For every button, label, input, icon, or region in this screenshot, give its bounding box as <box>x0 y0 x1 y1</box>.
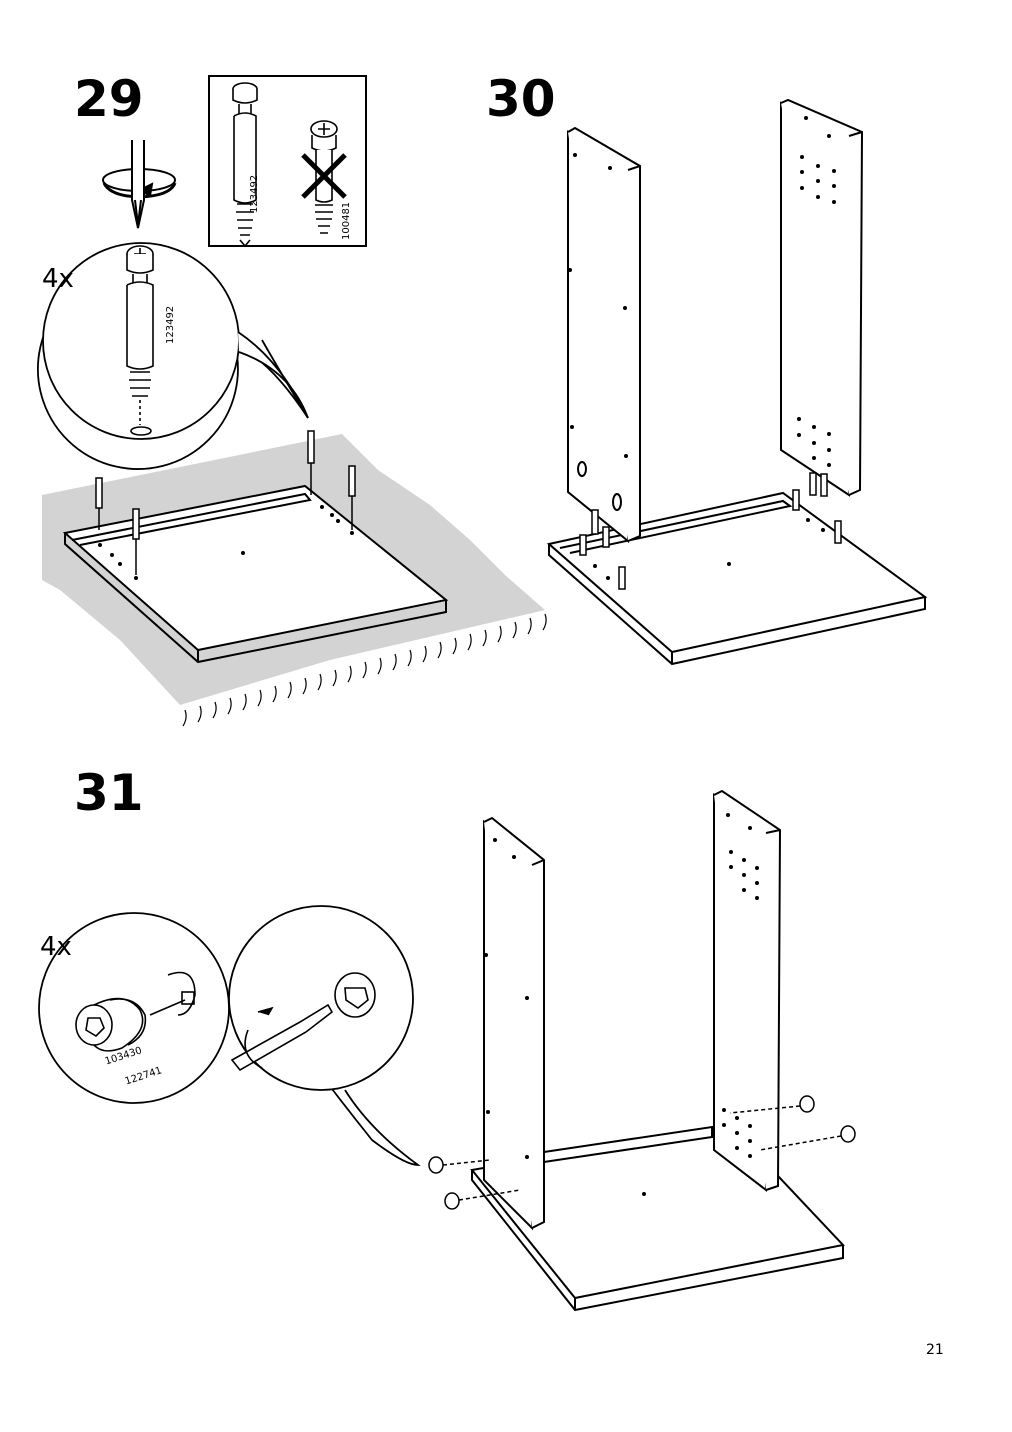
dowel-screw-icon <box>126 245 154 436</box>
step-31-illustration <box>38 789 856 1312</box>
quantity-label: 4x <box>40 932 72 962</box>
step-number-31: 31 <box>74 764 144 822</box>
cam-lock-callout <box>38 905 421 1166</box>
side-panel-right <box>713 789 782 1193</box>
side-panel-left <box>483 816 545 1231</box>
side-panel-right <box>780 98 864 497</box>
step-30-illustration <box>546 98 928 666</box>
screwdriver-icon <box>131 140 145 229</box>
cam-lock-icon <box>75 971 196 1052</box>
dowels-on-panel <box>95 430 356 575</box>
flathead-screwdriver-icon <box>230 972 376 1072</box>
cross-mark-icon <box>301 153 347 199</box>
magnifier-callout <box>37 242 309 470</box>
panel-holes <box>98 505 354 580</box>
panel-holes <box>484 813 759 1196</box>
page-number: 21 <box>926 1342 944 1358</box>
side-panel-left <box>567 126 641 544</box>
base-panel <box>62 484 449 664</box>
step-29-illustration <box>37 75 547 727</box>
dowel-screw-icon <box>232 82 258 248</box>
base-panel <box>546 491 928 666</box>
part-number-label: 123492 <box>249 174 260 213</box>
carpet-fringe <box>182 613 547 727</box>
step-number-30: 30 <box>486 70 556 128</box>
panel-holes <box>568 116 836 580</box>
quantity-label: 4x <box>42 264 74 294</box>
step-number-29: 29 <box>74 70 144 128</box>
cam-fittings <box>428 1095 856 1210</box>
part-number-label: 100481 <box>341 201 352 240</box>
part-number-label: 123492 <box>165 305 176 344</box>
dowels-30 <box>579 472 842 590</box>
